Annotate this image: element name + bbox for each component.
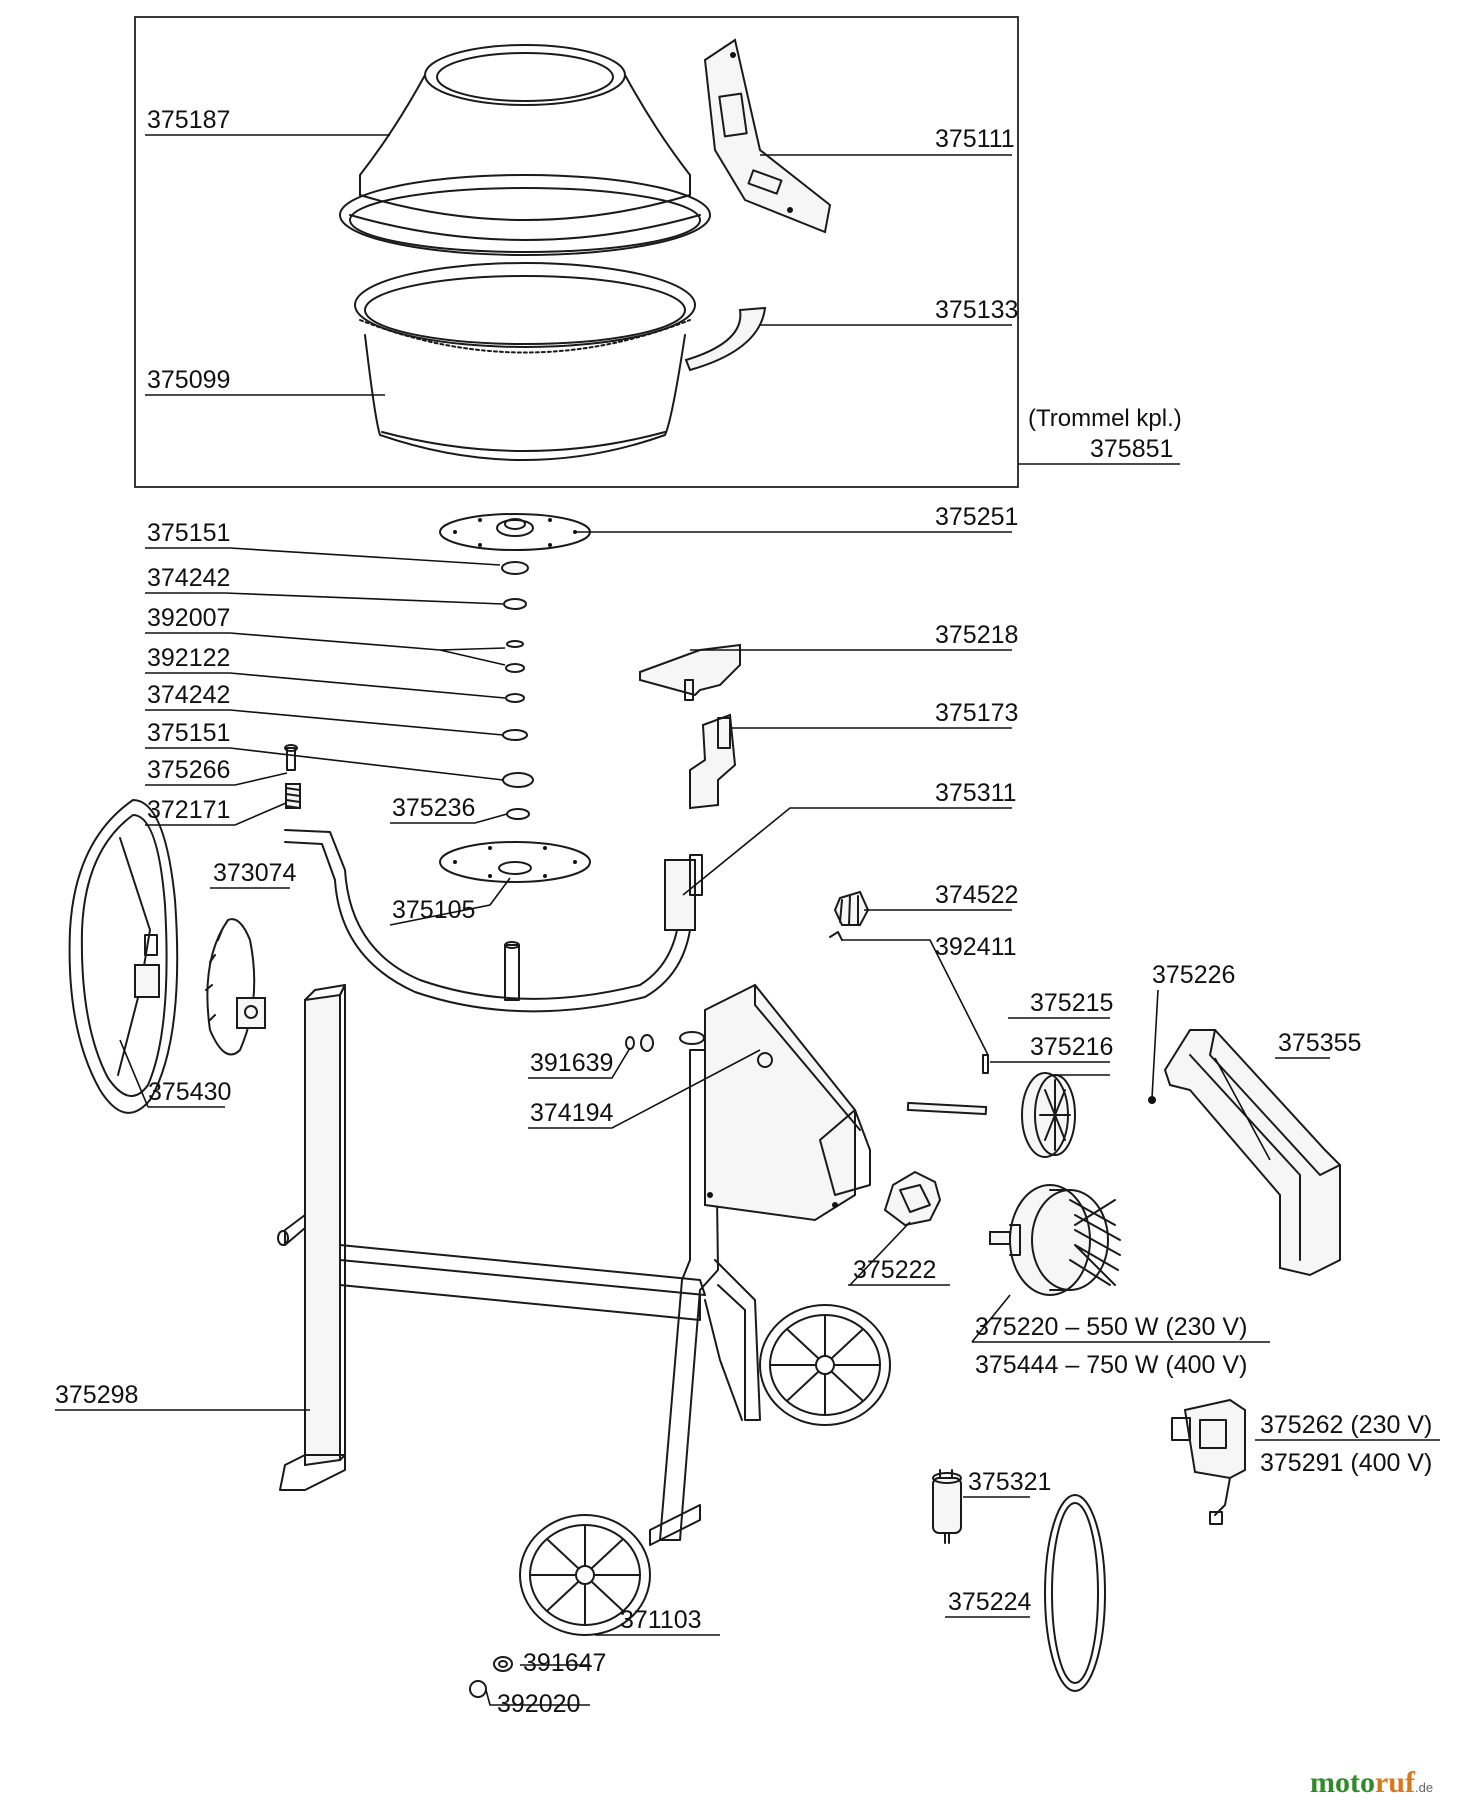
label-374194: 374194 [530, 1099, 614, 1127]
stand-leg-right-drawing [649, 1031, 761, 1546]
label-375111: 375111 [935, 125, 1015, 153]
drum-upper-cone-drawing [339, 44, 711, 256]
washer-391639-drawing [625, 1036, 635, 1050]
label-392411: 392411 [935, 933, 1017, 961]
washer-374242-b-drawing [502, 729, 528, 741]
pinion-374522-drawing [833, 890, 870, 926]
label-374242-b: 374242 [147, 681, 230, 709]
motor-housing-drawing [704, 983, 871, 1222]
label-375151-b: 375151 [147, 719, 230, 747]
label-375222: 375222 [853, 1256, 936, 1284]
label-375291: 375291 (400 V) [1260, 1449, 1432, 1477]
circlip-392007-drawing [506, 640, 524, 648]
spring-drawing [285, 783, 301, 809]
wheel-right-drawing [759, 1304, 891, 1426]
label-391639: 391639 [530, 1049, 613, 1077]
label-375226: 375226 [1152, 961, 1235, 989]
label-375266: 375266 [147, 756, 230, 784]
label-trommel-caption: (Trommel kpl.) [1028, 405, 1182, 432]
drum-lower-bowl-drawing [354, 262, 696, 461]
screw-375226-drawing [1148, 1096, 1156, 1104]
label-375173: 375173 [935, 699, 1018, 727]
bracket-375173-drawing [689, 713, 737, 810]
label-373074: 373074 [213, 859, 297, 887]
label-375099: 375099 [147, 366, 230, 394]
drum-flange-upper-drawing [439, 513, 591, 551]
v-belt-drawing [1044, 1494, 1106, 1692]
handwheel-drawing [68, 799, 179, 1114]
axle-375215-drawing [906, 1101, 988, 1116]
watermark-logo: motoruf.de [1310, 1766, 1433, 1799]
locking-bolt-drawing [284, 744, 298, 771]
label-375444: 375444 – 750 W (400 V) [975, 1351, 1247, 1379]
label-392007: 392007 [147, 604, 230, 632]
stand-crossbar-drawing [339, 1244, 706, 1321]
nut-392020-drawing [469, 1680, 487, 1698]
drum-yoke-drawing [284, 829, 703, 1013]
label-375311: 375311 [935, 779, 1017, 807]
washer-375236-drawing [506, 808, 530, 820]
label-375851: 375851 [1090, 435, 1173, 463]
label-375215: 375215 [1030, 989, 1113, 1017]
label-371103: 371103 [620, 1606, 702, 1634]
bracket-375218-drawing [639, 643, 741, 701]
label-375224: 375224 [948, 1588, 1032, 1616]
ring-gear-segment-drawing [684, 306, 767, 372]
label-375298: 375298 [55, 1381, 138, 1409]
label-374522: 374522 [935, 881, 1018, 909]
label-375430: 375430 [148, 1078, 231, 1106]
part-labels: 375187 375111 375133 375099 (Trommel kpl… [55, 106, 1432, 1718]
washer-392122-drawing [505, 693, 525, 703]
label-375321: 375321 [968, 1468, 1051, 1496]
stand-leg-left-drawing [277, 984, 346, 1491]
switch-drawing [1171, 1398, 1246, 1525]
pulley-375216-drawing [1021, 1072, 1076, 1158]
label-375236: 375236 [392, 794, 475, 822]
label-375151-a: 375151 [147, 519, 230, 547]
pinion-disc-drawing [205, 918, 266, 1056]
label-374242-a: 374242 [147, 564, 230, 592]
label-392122: 392122 [147, 644, 230, 672]
bearing-upper-drawing [501, 561, 529, 575]
capacitor-drawing [932, 1469, 962, 1544]
washer-374242-a-drawing [503, 598, 527, 610]
pin-375215-drawing [982, 1054, 989, 1074]
washer-391647-drawing [493, 1656, 513, 1672]
drum-assembly-frame [134, 16, 1019, 488]
washer-374194-drawing [640, 1034, 654, 1052]
label-375105: 375105 [392, 896, 475, 924]
circlip-392122-drawing [505, 663, 525, 673]
label-392020: 392020 [497, 1690, 580, 1718]
pin-392411-drawing [829, 931, 843, 941]
label-391647: 391647 [523, 1649, 606, 1677]
svg-text:motoruf.de: motoruf.de [1310, 1766, 1433, 1799]
label-375216: 375216 [1030, 1033, 1113, 1061]
chute-drawing [703, 38, 832, 234]
bearing-lower-drawing [502, 772, 534, 788]
label-375133: 375133 [935, 296, 1018, 324]
bracket-375222-drawing [883, 1170, 942, 1227]
label-375187: 375187 [147, 106, 230, 134]
label-372171: 372171 [147, 796, 230, 824]
motor-drawing [989, 1184, 1121, 1296]
label-375262: 375262 (230 V) [1260, 1411, 1432, 1439]
label-375218: 375218 [935, 621, 1018, 649]
motor-cover-drawing [1163, 1029, 1341, 1277]
label-375251: 375251 [935, 503, 1018, 531]
label-375355: 375355 [1278, 1029, 1361, 1057]
wheel-left-drawing [519, 1514, 651, 1636]
label-375220: 375220 – 550 W (230 V) [975, 1313, 1247, 1341]
leader-lines [55, 134, 1440, 1706]
drum-flange-lower-drawing [439, 841, 591, 883]
